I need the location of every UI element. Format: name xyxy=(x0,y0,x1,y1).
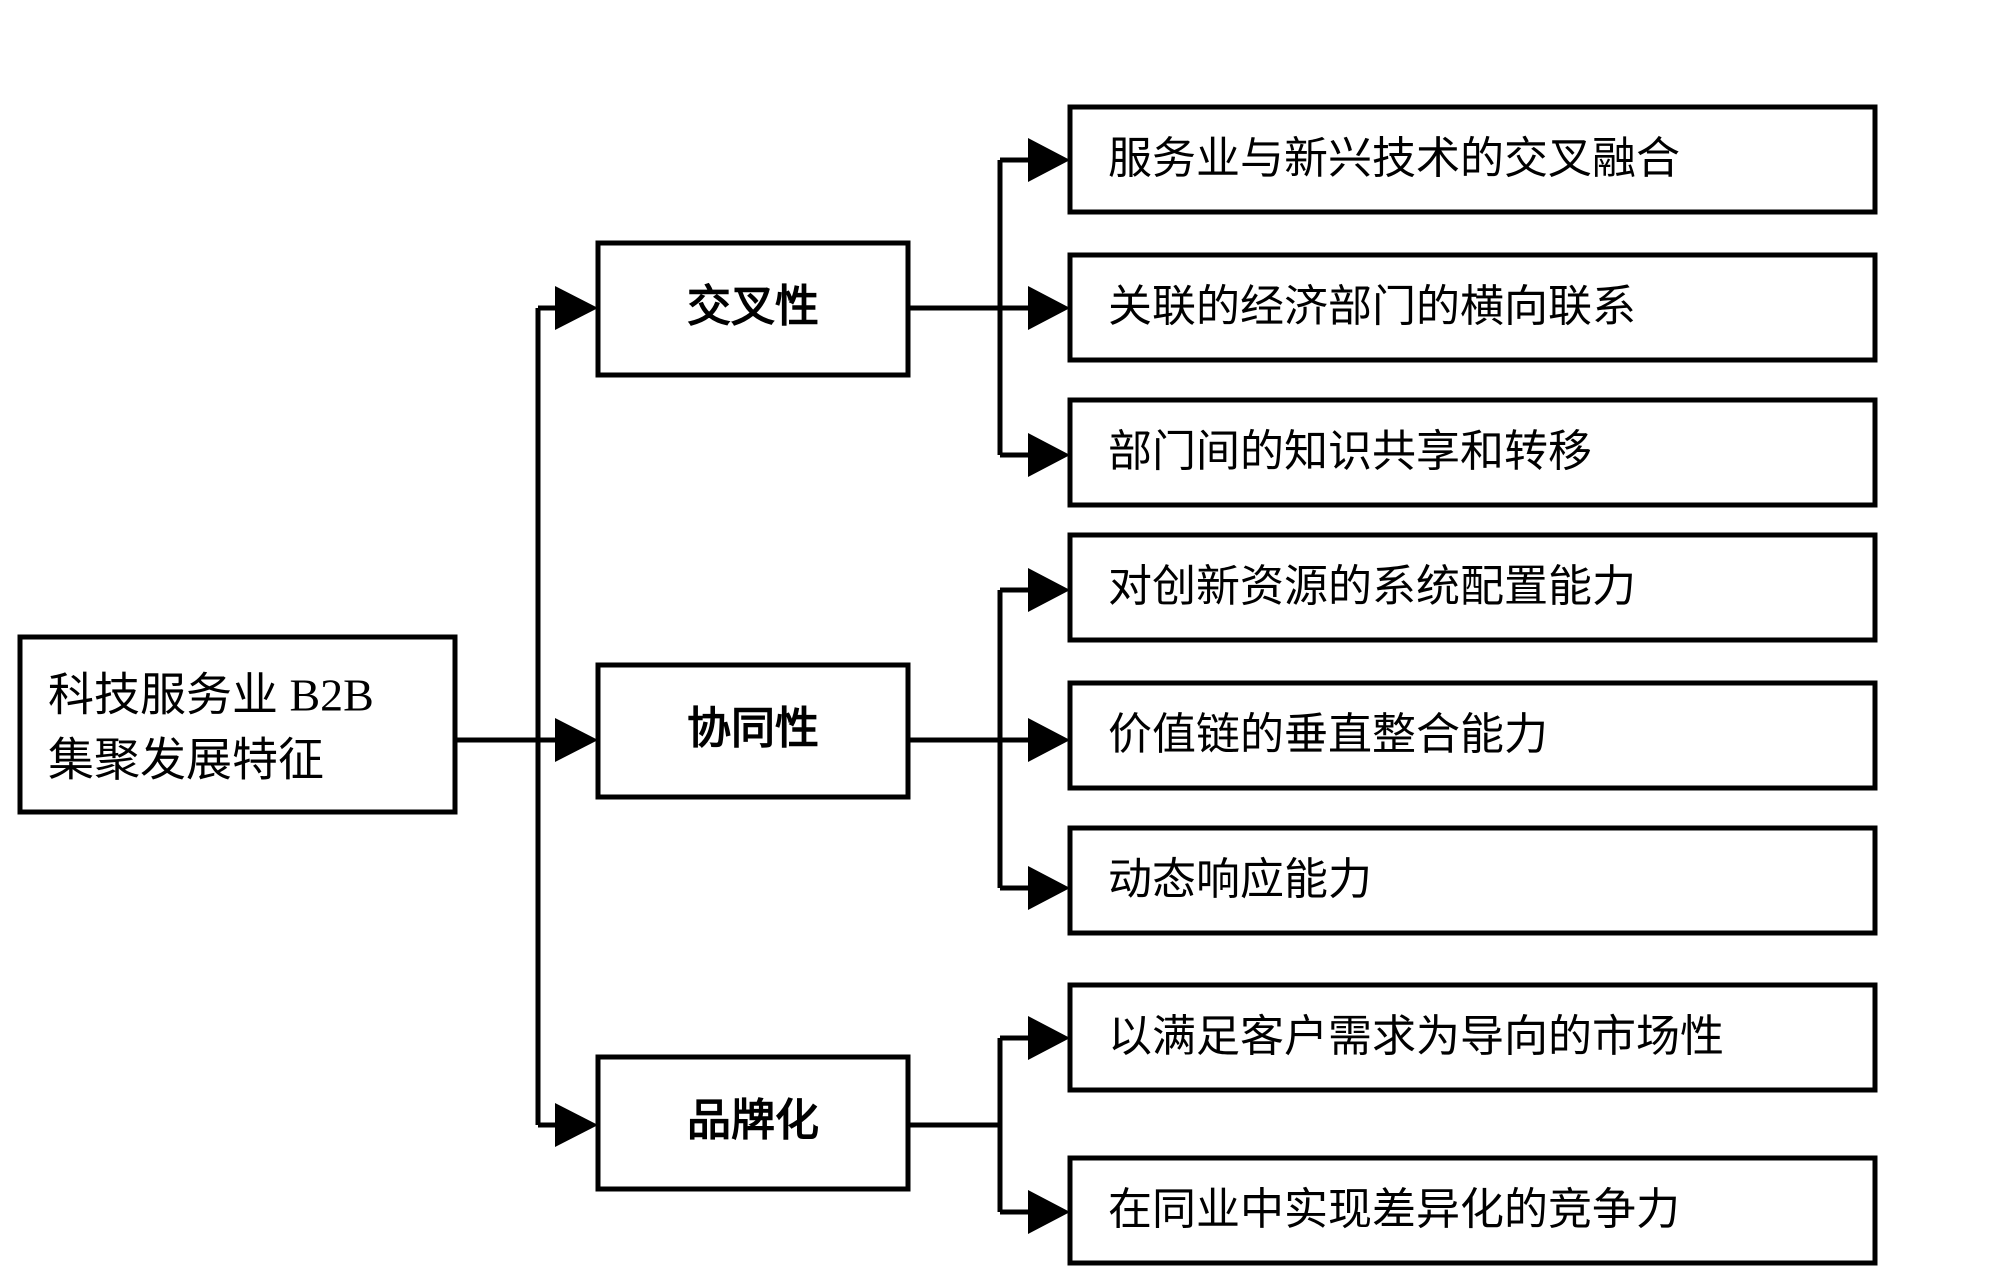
connector-branch-branding-fanout xyxy=(908,1016,1070,1234)
leaf-2-1-label: 对创新资源的系统配置能力 xyxy=(1108,562,1636,611)
leaf-1-2-box xyxy=(1067,252,1878,363)
leaf-1-1-box xyxy=(1067,104,1878,215)
node-leaf-1-2[interactable]: 关联的经济部门的横向联系 xyxy=(1067,252,1878,363)
leaf-1-3-box xyxy=(1067,397,1878,508)
leaf-3-1-label: 以满足客户需求为导向的市场性 xyxy=(1108,1012,1724,1061)
node-leaf-2-3[interactable]: 动态响应能力 xyxy=(1067,825,1878,936)
root-box xyxy=(17,634,458,815)
node-leaf-3-2[interactable]: 在同业中实现差异化的竞争力 xyxy=(1067,1155,1878,1266)
leaf-3-2-label: 在同业中实现差异化的竞争力 xyxy=(1108,1185,1680,1234)
branch-branding-box xyxy=(595,1054,911,1192)
root-label-line-2: 集聚发展特征 xyxy=(48,735,324,786)
connector-spine-to-branch-synergy xyxy=(538,718,598,762)
branch-synergy-label: 协同性 xyxy=(687,704,819,753)
leaf-1-2-label: 关联的经济部门的横向联系 xyxy=(1108,282,1636,331)
branch-crossover-box xyxy=(595,240,911,378)
node-branch-synergy[interactable]: 协同性 xyxy=(595,662,911,800)
leaf-3-1-box xyxy=(1067,982,1878,1093)
connector-spine-to-branch-branding xyxy=(538,1103,598,1147)
branch-branding-label: 品牌化 xyxy=(687,1096,819,1145)
node-leaf-1-1[interactable]: 服务业与新兴技术的交叉融合 xyxy=(1067,104,1878,215)
leaf-2-2-label: 价值链的垂直整合能力 xyxy=(1108,710,1548,759)
connector-branch-synergy-fanout xyxy=(908,568,1070,910)
leaf-2-1-box xyxy=(1067,532,1878,643)
leaf-1-3-label: 部门间的知识共享和转移 xyxy=(1108,427,1592,476)
connector-branch-crossover-fanout xyxy=(908,138,1070,477)
leaf-2-2-box xyxy=(1067,680,1878,791)
leaf-3-2-box xyxy=(1067,1155,1878,1266)
node-leaf-2-1[interactable]: 对创新资源的系统配置能力 xyxy=(1067,532,1878,643)
node-branch-branding[interactable]: 品牌化 xyxy=(595,1054,911,1192)
node-leaf-3-1[interactable]: 以满足客户需求为导向的市场性 xyxy=(1067,982,1878,1093)
root-label-line-1: 科技服务业 B2B xyxy=(48,670,374,721)
leaf-2-3-label: 动态响应能力 xyxy=(1108,855,1372,904)
branch-crossover-label: 交叉性 xyxy=(687,282,819,331)
node-leaf-1-3[interactable]: 部门间的知识共享和转移 xyxy=(1067,397,1878,508)
connector-spine-to-branch-crossover xyxy=(538,286,598,330)
node-root[interactable]: 科技服务业 B2B 集聚发展特征 xyxy=(17,634,458,815)
leaf-1-1-label: 服务业与新兴技术的交叉融合 xyxy=(1108,134,1680,183)
node-branch-crossover[interactable]: 交叉性 xyxy=(595,240,911,378)
branch-synergy-box xyxy=(595,662,911,800)
node-leaf-2-2[interactable]: 价值链的垂直整合能力 xyxy=(1067,680,1878,791)
leaf-2-3-box xyxy=(1067,825,1878,936)
